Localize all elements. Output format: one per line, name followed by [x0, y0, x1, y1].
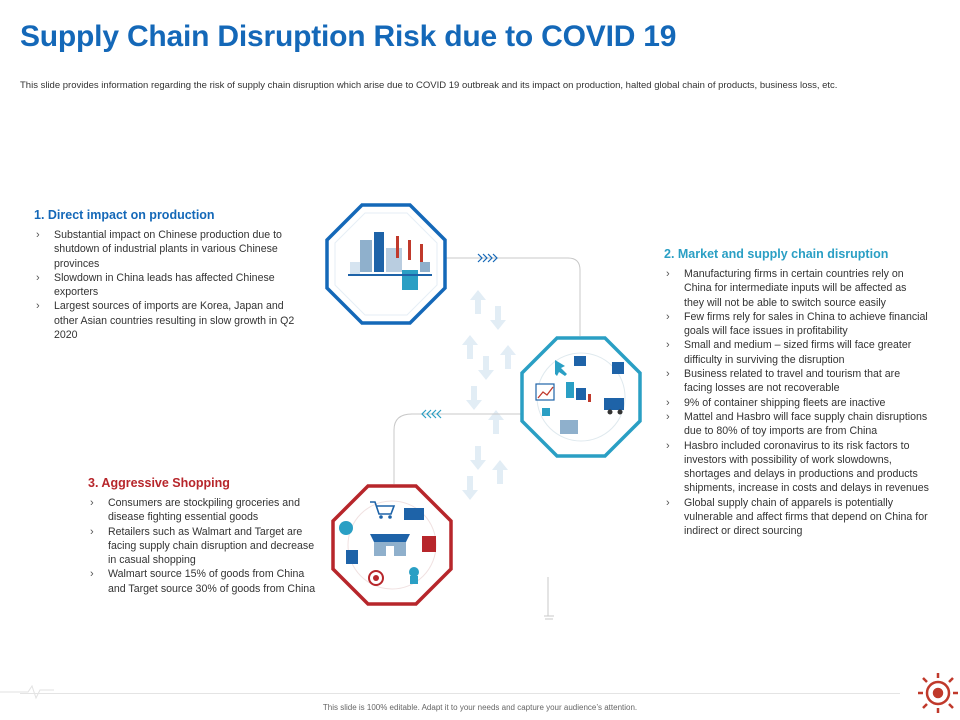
section-heading: 3. Aggressive Shopping — [88, 476, 230, 490]
shopping-icon — [331, 484, 453, 606]
background-arrows-icon — [462, 290, 516, 500]
pulse-line-icon — [0, 684, 54, 700]
page-subtitle: This slide provides information regardin… — [20, 80, 838, 91]
page-title: Supply Chain Disruption Risk due to COVI… — [20, 20, 677, 53]
list-item: Hasbro included coronavirus to its risk … — [664, 439, 929, 496]
bullet-list: Manufacturing firms in certain countries… — [664, 267, 929, 539]
section-heading: 2. Market and supply chain disruption — [664, 247, 889, 261]
list-item: Small and medium – sized firms will face… — [664, 338, 929, 367]
section-market-disruption: 2. Market and supply chain disruption Ma… — [664, 247, 929, 539]
list-item: Walmart source 15% of goods from China a… — [88, 567, 318, 596]
section-heading: 1. Direct impact on production — [34, 208, 215, 222]
factory-icon — [325, 203, 447, 325]
chevrons-left-icon — [421, 409, 442, 419]
list-item: Manufacturing firms in certain countries… — [664, 267, 929, 310]
list-item: Retailers such as Walmart and Target are… — [88, 525, 318, 568]
bullet-list: Consumers are stockpiling groceries and … — [88, 496, 318, 596]
list-item: Slowdown in China leads has affected Chi… — [34, 271, 304, 300]
list-item: Substantial impact on Chinese production… — [34, 228, 304, 271]
footer-note: This slide is 100% editable. Adapt it to… — [322, 703, 638, 712]
market-icon — [520, 336, 642, 458]
connector-lines — [393, 257, 581, 620]
list-item: Consumers are stockpiling groceries and … — [88, 496, 318, 525]
list-item: 9% of container shipping fleets are inac… — [664, 396, 929, 411]
list-item: Global supply chain of apparels is poten… — [664, 496, 929, 539]
list-item: Business related to travel and tourism t… — [664, 367, 929, 396]
section-direct-impact: 1. Direct impact on production Substanti… — [34, 208, 304, 342]
bullet-list: Substantial impact on Chinese production… — [34, 228, 304, 342]
section-aggressive-shopping: 3. Aggressive Shopping Consumers are sto… — [88, 476, 318, 596]
chevrons-right-icon — [477, 253, 498, 263]
list-item: Largest sources of imports are Korea, Ja… — [34, 299, 304, 342]
list-item: Few firms rely for sales in China to ach… — [664, 310, 929, 339]
footer-divider — [20, 693, 900, 694]
list-item: Mattel and Hasbro will face supply chain… — [664, 410, 929, 439]
